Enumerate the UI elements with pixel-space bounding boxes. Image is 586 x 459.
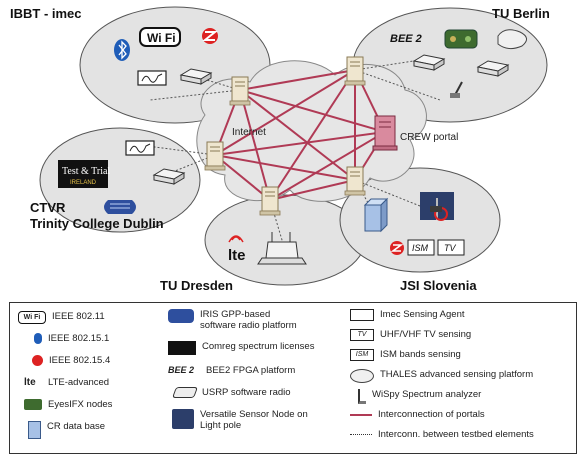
ctvr-site-ellipse: [39, 127, 201, 233]
wispy-analyzer-icon: [358, 389, 366, 404]
dresden-laptop-icon: [257, 232, 307, 265]
ctvr-gateway-server: [204, 141, 226, 171]
legend-item: BEE 2 BEE2 FPGA platform: [168, 365, 295, 376]
legend-label: Interconn. between testbed elements: [378, 429, 534, 440]
wifi-logo-icon: Wi Fi: [139, 27, 181, 47]
internet-cloud: [196, 60, 427, 202]
svg-text:IRELAND: IRELAND: [70, 180, 97, 186]
ibbt-gateway-server: [229, 76, 251, 106]
legend-label: LTE-advanced: [48, 377, 110, 388]
legend-item: Versatile Sensor Node on Light pole: [172, 409, 308, 431]
jsi-tv-band-icon: TV: [437, 239, 465, 256]
legend-item: IRIS GPP-based software radio platform: [168, 309, 297, 331]
svg-text:BEE 2: BEE 2: [390, 33, 422, 45]
crew-portal-server: [372, 115, 398, 151]
portal-links: [214, 69, 386, 201]
bluetooth-icon: [34, 333, 42, 344]
legend-item: THALES advanced sensing platform: [350, 369, 533, 383]
legend-label: IEEE 802.11: [52, 311, 105, 322]
berlin-gateway-server: [344, 56, 366, 86]
legend-item: IEEE 802.15.4: [32, 355, 110, 366]
legend-item: Comreg spectrum licenses: [168, 341, 314, 355]
crew-portal-label: CREW portal: [400, 132, 458, 143]
legend-label: IRIS GPP-based software radio platform: [200, 309, 297, 331]
jsi-zigbee-icon: [390, 241, 404, 255]
bluetooth-icon: [114, 39, 130, 61]
legend-item: lte LTE-advanced: [24, 377, 109, 388]
legend-item: Interconnection of portals: [350, 409, 485, 420]
legend-label: CR data base: [47, 421, 106, 432]
site-label-tu-dresden: TU Dresden: [160, 278, 233, 293]
dresden-lte-logo: lte: [228, 235, 246, 264]
thales-sensing-icon: [350, 369, 374, 383]
legend-label: Imec Sensing Agent: [380, 309, 465, 320]
tv-band-icon: TV: [350, 329, 374, 341]
legend-label: BEE2 FPGA platform: [206, 365, 296, 376]
legend-label: Versatile Sensor Node on Light pole: [200, 409, 308, 431]
tu-dresden-site-ellipse: [204, 194, 366, 286]
legend-item: Imec Sensing Agent: [350, 309, 465, 321]
legend-item: EyesIFX nodes: [24, 399, 112, 410]
legend-item: ISM ISM bands sensing: [350, 349, 461, 361]
svg-text:ISM: ISM: [412, 243, 429, 253]
ibbt-sensing-agent-icon: [137, 70, 167, 86]
site-label-ctvr: CTVR: [30, 200, 66, 215]
portal-link-icon: [350, 414, 372, 416]
svg-text:TV: TV: [444, 243, 456, 253]
zigbee-icon: [32, 355, 43, 366]
legend-item: TV UHF/VHF TV sensing: [350, 329, 471, 341]
sensing-agent-icon: [350, 309, 374, 321]
site-label-jsi: JSI Slovenia: [400, 278, 477, 293]
legend-label: IEEE 802.15.4: [49, 355, 111, 366]
eyesifx-node-icon: [24, 399, 42, 410]
legend-label: Interconnection of portals: [378, 409, 485, 420]
internet-label: Internet: [232, 127, 266, 138]
ctvr-sensing-agent-icon: [125, 140, 155, 156]
sensor-node-icon: [172, 409, 194, 429]
zigbee-icon: [202, 28, 218, 44]
berlin-thales-sensing-icon: [497, 29, 527, 50]
jsi-ism-band-icon: ISM: [407, 239, 435, 256]
legend-item: USRP software radio: [171, 387, 291, 398]
lte-logo-icon: lte: [24, 377, 36, 388]
testbed-link-icon: [350, 434, 372, 435]
legend-label: Comreg spectrum licenses: [202, 341, 315, 352]
iris-logo-icon: [168, 309, 194, 323]
legend-item: WiSpy Spectrum analyzer: [358, 389, 481, 404]
legend-item: Wi Fi IEEE 802.11: [18, 311, 105, 324]
jsi-database-server-icon: [363, 197, 389, 233]
ism-band-icon: ISM: [350, 349, 374, 361]
legend-label: IEEE 802.15.1: [48, 333, 110, 344]
svg-text:Wi Fi: Wi Fi: [147, 31, 176, 45]
svg-text:lte: lte: [228, 247, 246, 264]
legend-label: UHF/VHF TV sensing: [380, 329, 472, 340]
wifi-logo-icon: Wi Fi: [18, 311, 46, 324]
berlin-wispy-analyzer-icon: [450, 81, 463, 98]
berlin-eyesifx-node-icon: [444, 29, 478, 49]
comreg-logo-icon: [168, 341, 196, 355]
berlin-bee2-icon: BEE 2: [390, 33, 422, 45]
legend-label: ISM bands sensing: [380, 349, 461, 360]
testbed-network-diagram: Internet CREW portal Wi Fi BEE 2 Test & …: [10, 6, 550, 293]
ctvr-iris-logo: [104, 200, 136, 214]
legend-label: THALES advanced sensing platform: [380, 369, 534, 380]
legend-label: WiSpy Spectrum analyzer: [372, 389, 482, 400]
legend-box: Wi Fi IEEE 802.11 IEEE 802.15.1 IEEE 802…: [9, 302, 577, 454]
legend-item: Interconn. between testbed elements: [350, 429, 534, 440]
legend-item: CR data base: [28, 421, 105, 439]
legend-label: USRP software radio: [202, 387, 291, 398]
dresden-gateway-server: [259, 186, 281, 216]
database-server-icon: [28, 421, 41, 439]
svg-text:Test & Trial: Test & Trial: [62, 166, 110, 177]
bee2-logo-icon: BEE 2: [168, 365, 195, 375]
legend-label: EyesIFX nodes: [48, 399, 113, 410]
site-label-tu-berlin: TU Berlin: [492, 6, 550, 21]
site-label-trinity: Trinity College Dublin: [30, 216, 164, 231]
ctvr-test-trial-logo: Test & Trial IRELAND: [58, 160, 110, 188]
site-label-ibbt: IBBT - imec: [10, 6, 82, 21]
legend-item: IEEE 802.15.1: [34, 333, 109, 344]
usrp-device-icon: [171, 387, 199, 398]
jsi-gateway-server: [344, 166, 366, 196]
jsi-sensor-node-icon: [420, 192, 454, 221]
